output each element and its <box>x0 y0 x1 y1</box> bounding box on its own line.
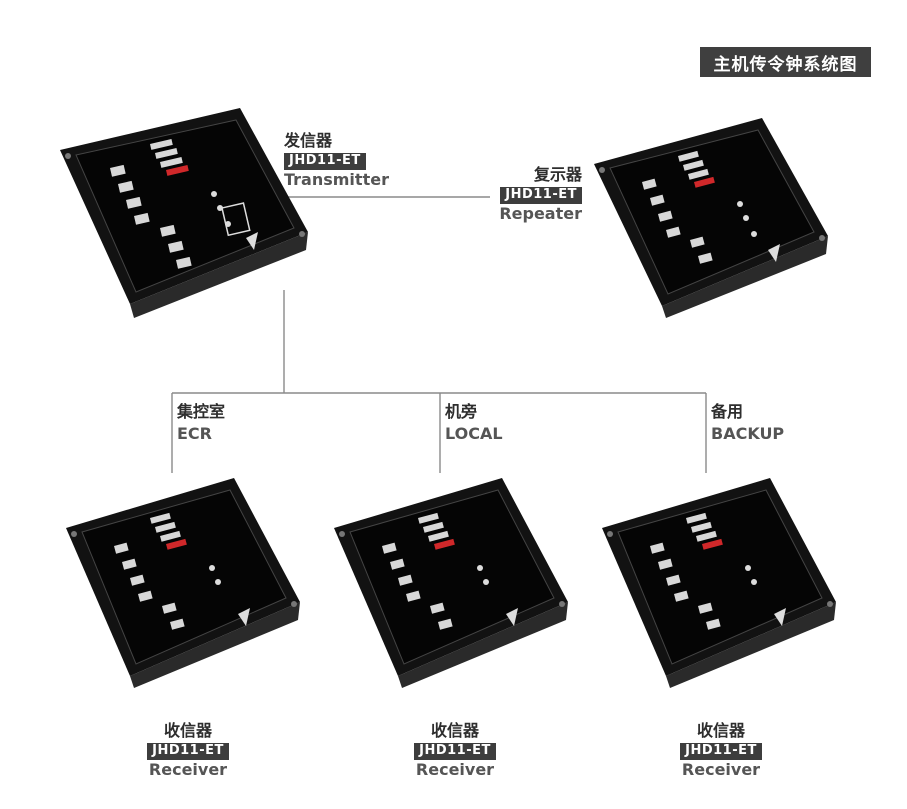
location-label-local: 机旁 LOCAL <box>445 402 503 444</box>
transmitter-en: Transmitter <box>284 170 389 190</box>
repeater-label: 复示器 JHD11-ET Repeater <box>492 165 582 224</box>
location-local-cn: 机旁 <box>445 402 478 421</box>
receiver-backup-code: JHD11-ET <box>680 743 762 761</box>
receiver-ecr-cn: 收信器 <box>163 721 212 740</box>
receiver-local-cn: 收信器 <box>430 721 479 740</box>
location-backup-cn: 备用 <box>711 402 744 421</box>
repeater-code: JHD11-ET <box>500 187 582 205</box>
location-label-backup: 备用 BACKUP <box>711 402 785 444</box>
location-label-ecr: 集控室 ECR <box>177 402 226 444</box>
receiver-device-local <box>326 478 576 688</box>
transmitter-label: 发信器 JHD11-ET Transmitter <box>284 131 389 190</box>
receiver-label-backup: 收信器 JHD11-ET Receiver <box>671 721 771 780</box>
receiver-local-code: JHD11-ET <box>414 743 496 761</box>
transmitter-cn: 发信器 <box>284 131 333 150</box>
diagram-title: 主机传令钟系统图 <box>700 47 871 77</box>
location-local-en: LOCAL <box>445 424 503 444</box>
receiver-ecr-en: Receiver <box>148 760 228 780</box>
receiver-local-en: Receiver <box>415 760 495 780</box>
repeater-en: Repeater <box>499 204 582 224</box>
receiver-ecr-code: JHD11-ET <box>147 743 229 761</box>
transmitter-device <box>40 108 320 318</box>
receiver-device-ecr <box>58 478 308 688</box>
location-ecr-cn: 集控室 <box>177 402 226 421</box>
repeater-cn: 复示器 <box>533 165 582 184</box>
receiver-label-ecr: 收信器 JHD11-ET Receiver <box>138 721 238 780</box>
receiver-backup-cn: 收信器 <box>696 721 745 740</box>
receiver-backup-en: Receiver <box>681 760 761 780</box>
location-backup-en: BACKUP <box>711 424 785 444</box>
location-ecr-en: ECR <box>177 424 212 444</box>
receiver-label-local: 收信器 JHD11-ET Receiver <box>405 721 505 780</box>
repeater-device <box>578 118 838 318</box>
transmitter-code: JHD11-ET <box>284 153 366 171</box>
receiver-device-backup <box>594 478 844 688</box>
